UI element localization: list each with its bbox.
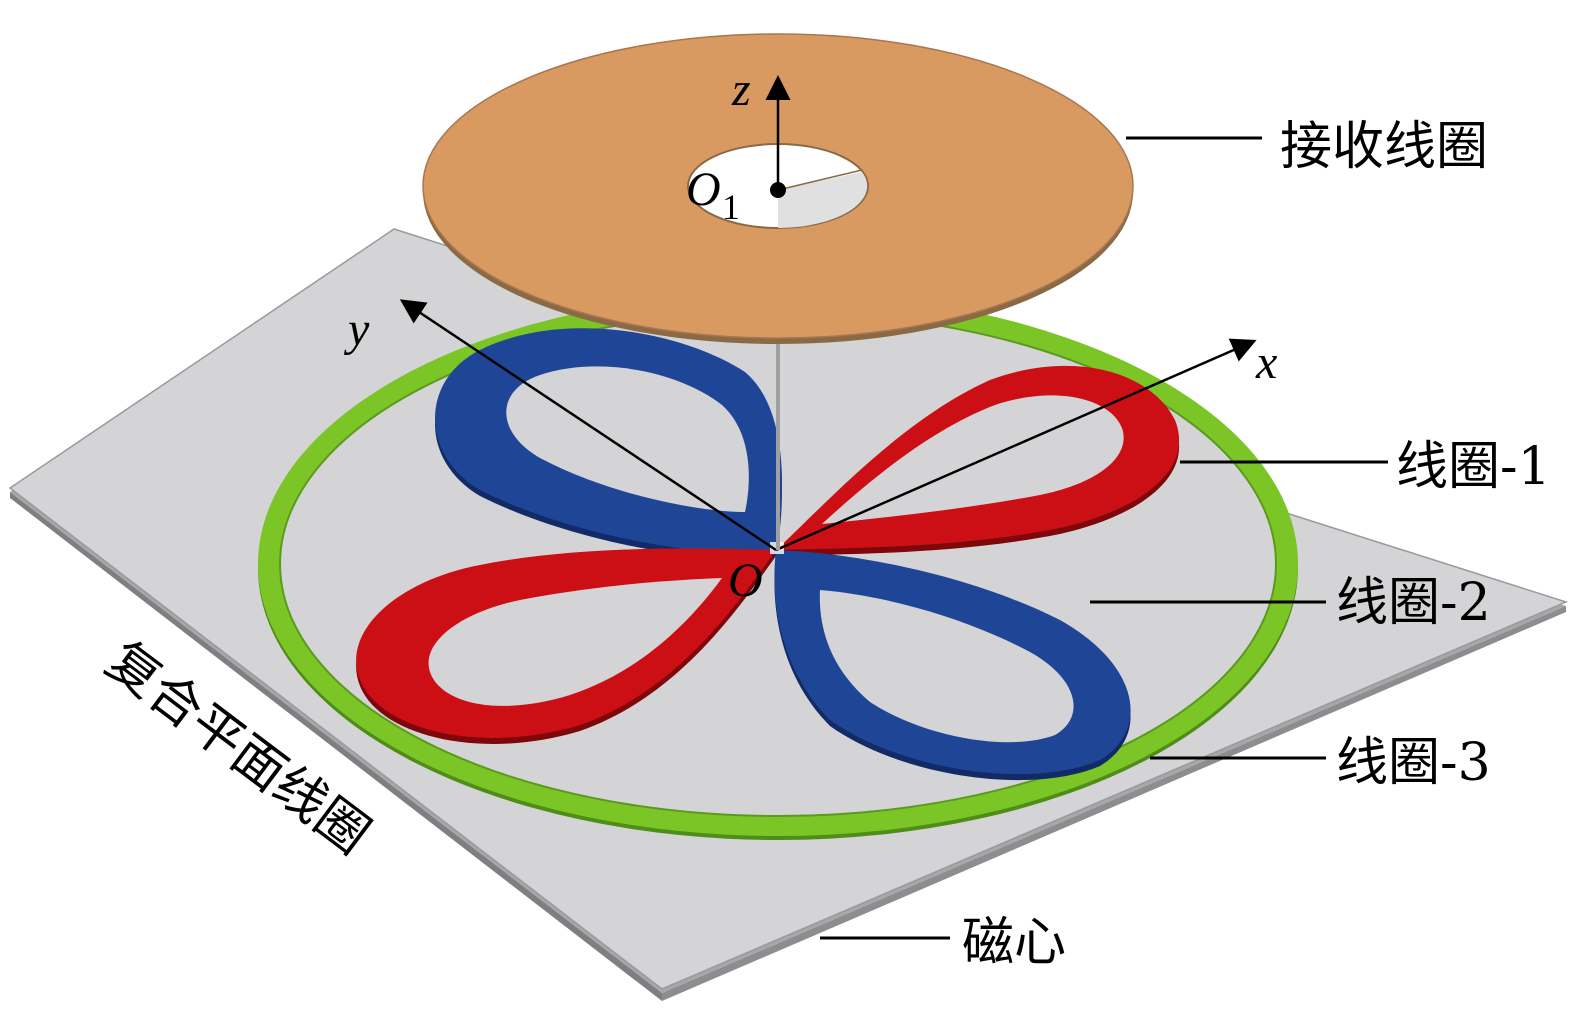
- z-axis-label: z: [731, 63, 751, 116]
- y-axis: [399, 299, 777, 552]
- coil-1-petal-lower-left: [356, 548, 776, 744]
- coil-2-petal-lower-right: [774, 550, 1131, 781]
- coil-2-label: 线圈-2: [1336, 573, 1491, 633]
- receiver-center-subscript: 1: [722, 187, 740, 227]
- coil-1-label: 线圈-1: [1396, 437, 1551, 497]
- y-axis-label: y: [343, 303, 370, 356]
- xy-axes: [399, 299, 1257, 552]
- receiver-center-label: O: [686, 163, 721, 216]
- x-axis-label: x: [1255, 336, 1277, 389]
- magnetic-core-label: 磁心: [962, 913, 1066, 973]
- origin-label: O: [728, 554, 763, 607]
- coil-3-label: 线圈-3: [1336, 733, 1491, 793]
- o1-center-dot: [770, 182, 786, 198]
- x-axis: [775, 338, 1257, 552]
- receiver-coil-label: 接收线圈: [1280, 117, 1488, 177]
